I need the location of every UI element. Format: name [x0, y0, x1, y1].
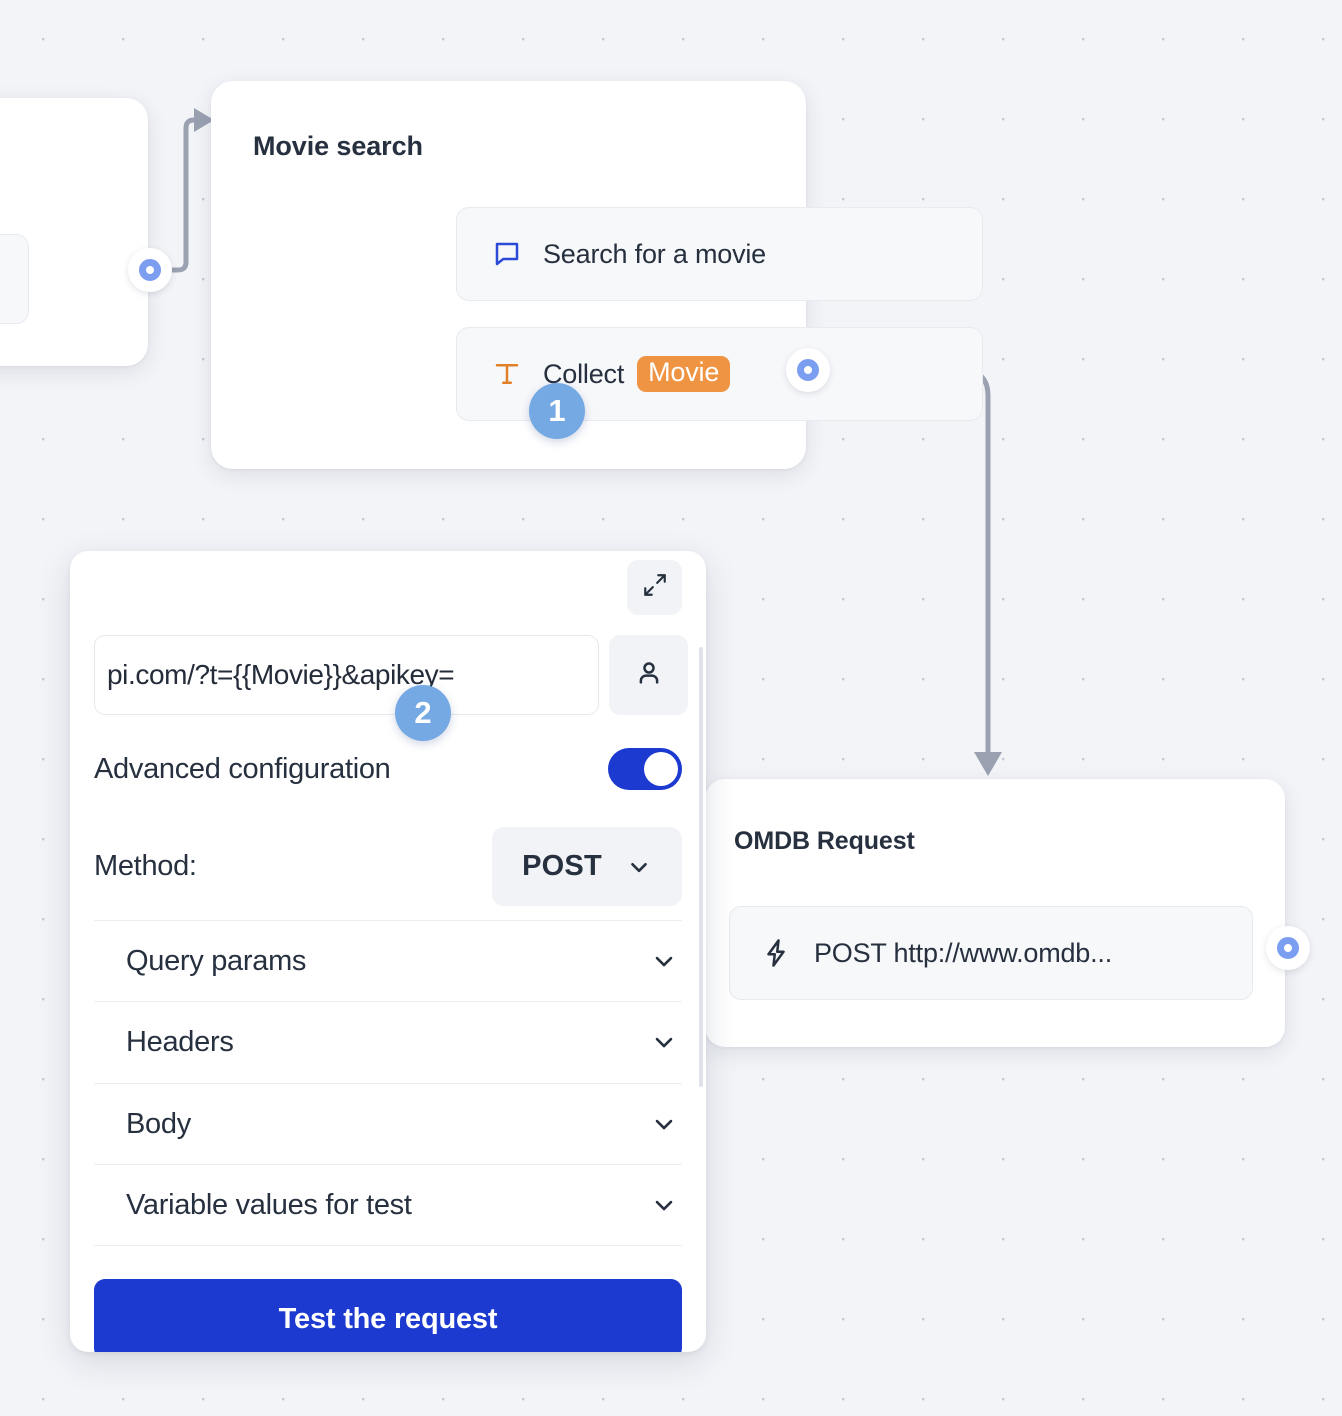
- advanced-configuration-toggle[interactable]: [608, 748, 682, 790]
- section-headers[interactable]: Headers: [94, 1001, 682, 1082]
- expand-diagonal-icon: [642, 572, 668, 603]
- contacts-picker-button[interactable]: [609, 635, 688, 715]
- annotation-badge-2: 2: [395, 685, 451, 741]
- step-label: Search for a movie: [543, 238, 766, 269]
- method-label: Method:: [94, 850, 197, 882]
- advanced-configuration-row: Advanced configuration: [94, 748, 682, 790]
- url-input[interactable]: [94, 635, 599, 715]
- section-label: Headers: [126, 1025, 234, 1058]
- toggle-knob: [644, 752, 678, 786]
- chevron-down-icon: [650, 947, 678, 975]
- step-label: POST http://www.omdb...: [814, 937, 1113, 968]
- port-omdb-request-output[interactable]: [1266, 926, 1310, 970]
- method-row: Method: POST: [94, 827, 682, 906]
- partial-node-step[interactable]: [0, 234, 29, 324]
- lightning-bolt-icon: [761, 938, 791, 968]
- text-field-icon: [492, 359, 522, 389]
- test-the-request-button[interactable]: Test the request: [94, 1279, 682, 1352]
- chevron-down-icon: [626, 854, 652, 880]
- chevron-down-icon: [650, 1028, 678, 1056]
- section-variable-values-for-test[interactable]: Variable values for test: [94, 1164, 682, 1245]
- port-movie-search-output[interactable]: [786, 348, 830, 392]
- panel-scrollbar[interactable]: [699, 647, 703, 1087]
- step-collect-movie[interactable]: Collect Movie: [456, 327, 983, 421]
- node-title: Movie search: [253, 131, 423, 161]
- section-query-params[interactable]: Query params: [94, 920, 682, 1001]
- expand-panel-button[interactable]: [627, 560, 682, 615]
- person-icon: [634, 658, 664, 693]
- message-bubble-icon: [492, 239, 522, 269]
- method-value: POST: [522, 850, 602, 882]
- section-label: Query params: [126, 944, 307, 977]
- step-post-request[interactable]: POST http://www.omdb...: [729, 906, 1253, 1000]
- method-select[interactable]: POST: [492, 827, 682, 906]
- partial-node-card[interactable]: [0, 98, 148, 366]
- port-partial-node-output[interactable]: [128, 248, 172, 292]
- url-row: [94, 635, 688, 715]
- node-movie-search[interactable]: Movie search Search for a movie Collect …: [211, 81, 983, 469]
- request-config-panel[interactable]: Advanced configuration Method: POST Quer…: [70, 551, 706, 1352]
- variable-chip-movie[interactable]: Movie: [637, 355, 731, 393]
- node-omdb-request[interactable]: OMDB Request POST http://www.omdb...: [694, 779, 1285, 1047]
- section-label: Body: [126, 1107, 191, 1140]
- section-label: Variable values for test: [126, 1188, 412, 1221]
- section-body[interactable]: Body: [94, 1083, 682, 1164]
- section-divider: [94, 1245, 682, 1246]
- advanced-configuration-label: Advanced configuration: [94, 752, 391, 785]
- step-search-for-a-movie[interactable]: Search for a movie: [456, 207, 983, 301]
- chevron-down-icon: [650, 1191, 678, 1219]
- node-title: OMDB Request: [734, 827, 915, 855]
- annotation-badge-1: 1: [529, 383, 585, 439]
- chevron-down-icon: [650, 1110, 678, 1138]
